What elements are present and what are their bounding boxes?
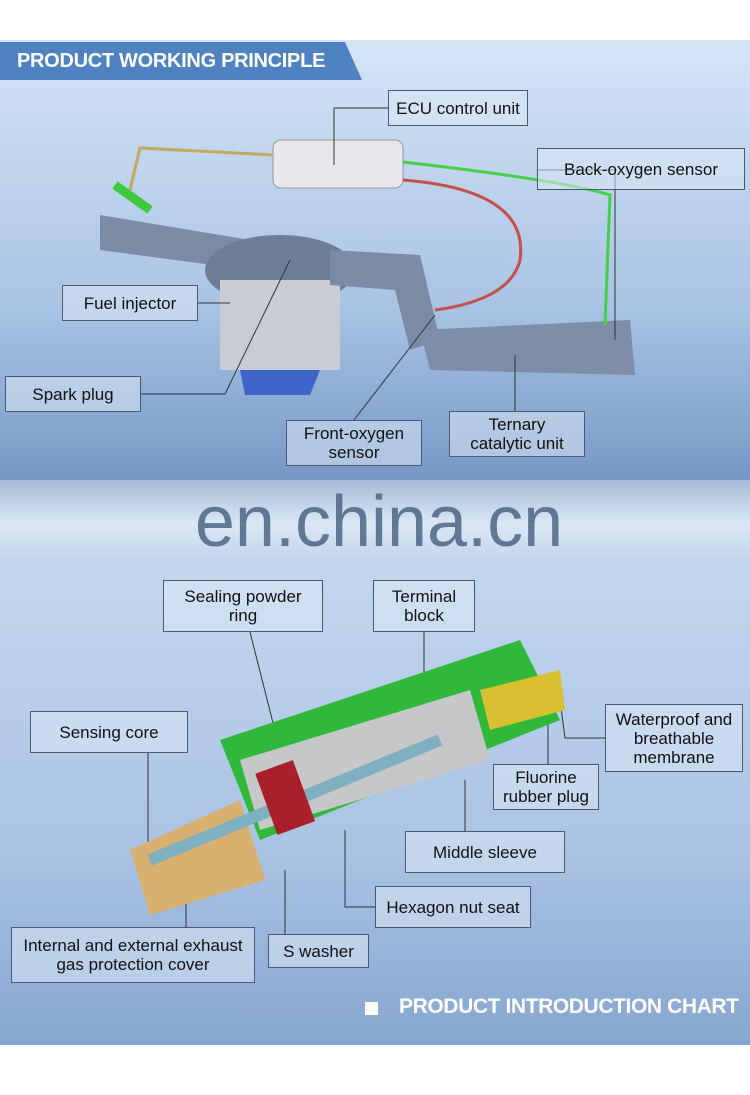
label-back-oxygen-sensor: Back-oxygen sensor	[537, 148, 745, 190]
section-title-working-principle: PRODUCT WORKING PRINCIPLE	[0, 42, 362, 80]
label-sensing-core: Sensing core	[30, 711, 188, 753]
leader-lines	[141, 107, 616, 934]
sensor-cutaway-illustration	[130, 640, 565, 915]
label-front-oxygen-sensor: Front-oxygen sensor	[286, 420, 422, 466]
label-protection-cover: Internal and external exhaust gas protec…	[11, 927, 255, 983]
label-ternary-catalytic-unit: Ternary catalytic unit	[449, 411, 585, 457]
label-fuel-injector: Fuel injector	[62, 285, 198, 321]
label-terminal-block: Terminal block	[373, 580, 475, 632]
bullet-square-icon	[365, 1002, 378, 1015]
label-hexagon-nut-seat: Hexagon nut seat	[375, 886, 531, 928]
label-sealing-powder-ring: Sealing powder ring	[163, 580, 323, 632]
section-title-introduction-chart: PRODUCT INTRODUCTION CHART	[399, 995, 739, 1018]
watermark-band	[0, 480, 750, 560]
label-waterproof-membrane: Waterproof and breathable membrane	[605, 704, 743, 772]
label-middle-sleeve: Middle sleeve	[405, 831, 565, 873]
label-spark-plug: Spark plug	[5, 376, 141, 412]
engine-illustration	[100, 139, 635, 395]
watermark-text: en.china.cn	[194, 482, 564, 562]
label-fluorine-rubber-plug: Fluorine rubber plug	[493, 764, 599, 810]
label-ecu-control-unit: ECU control unit	[388, 90, 528, 126]
label-s-washer: S washer	[268, 934, 369, 968]
